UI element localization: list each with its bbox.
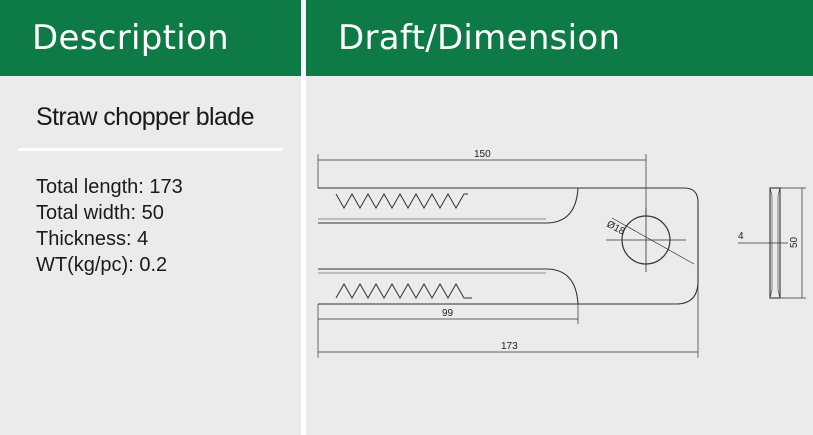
spec-thickness: Thickness: 4 [36,228,149,250]
spec-list: Total length: 173 Total width: 50 Thickn… [36,174,183,278]
spec-label: WT(kg/pc) [36,254,129,276]
spec-label: Total length [36,176,139,198]
blade-slot [318,187,579,305]
spec-value: 0.2 [139,254,168,276]
hole-leader [611,217,695,265]
dim-150-label: 150 [474,149,491,160]
spec-value: 50 [141,202,164,224]
spec-value: 4 [137,228,149,250]
dim-173-label: 173 [501,341,518,352]
spec-total-length: Total length: 173 [36,176,183,198]
dim-50-label: 50 [789,236,800,248]
side-view-bevel [777,187,781,197]
upper-serrations [335,192,468,210]
spec-total-width: Total width: 50 [36,202,164,224]
side-view-bevel [769,187,773,197]
hole-dimension-label: Ø18 [605,219,627,238]
dim-4-label: 4 [738,231,744,242]
draft-header: Draft/Dimension [306,0,813,76]
technical-drawing: Ø18 150 99 173 4 [317,149,806,358]
lower-serrations [335,282,472,300]
product-name: Straw chopper blade [36,103,255,131]
draft-panel: Draft/Dimension Ø18 150 [306,0,813,435]
divider [18,148,283,151]
spec-weight: WT(kg/pc): 0.2 [36,254,168,276]
description-header: Description [0,0,301,76]
spec-label: Total width [36,202,131,224]
side-view-bevel [777,289,781,299]
spec-label: Thickness [36,228,127,250]
spec-value: 173 [149,176,183,198]
side-view-bevel [769,289,773,299]
dim-99-label: 99 [442,308,454,319]
blade-outline [318,187,699,305]
description-panel: Description Straw chopper blade Total le… [0,0,301,435]
